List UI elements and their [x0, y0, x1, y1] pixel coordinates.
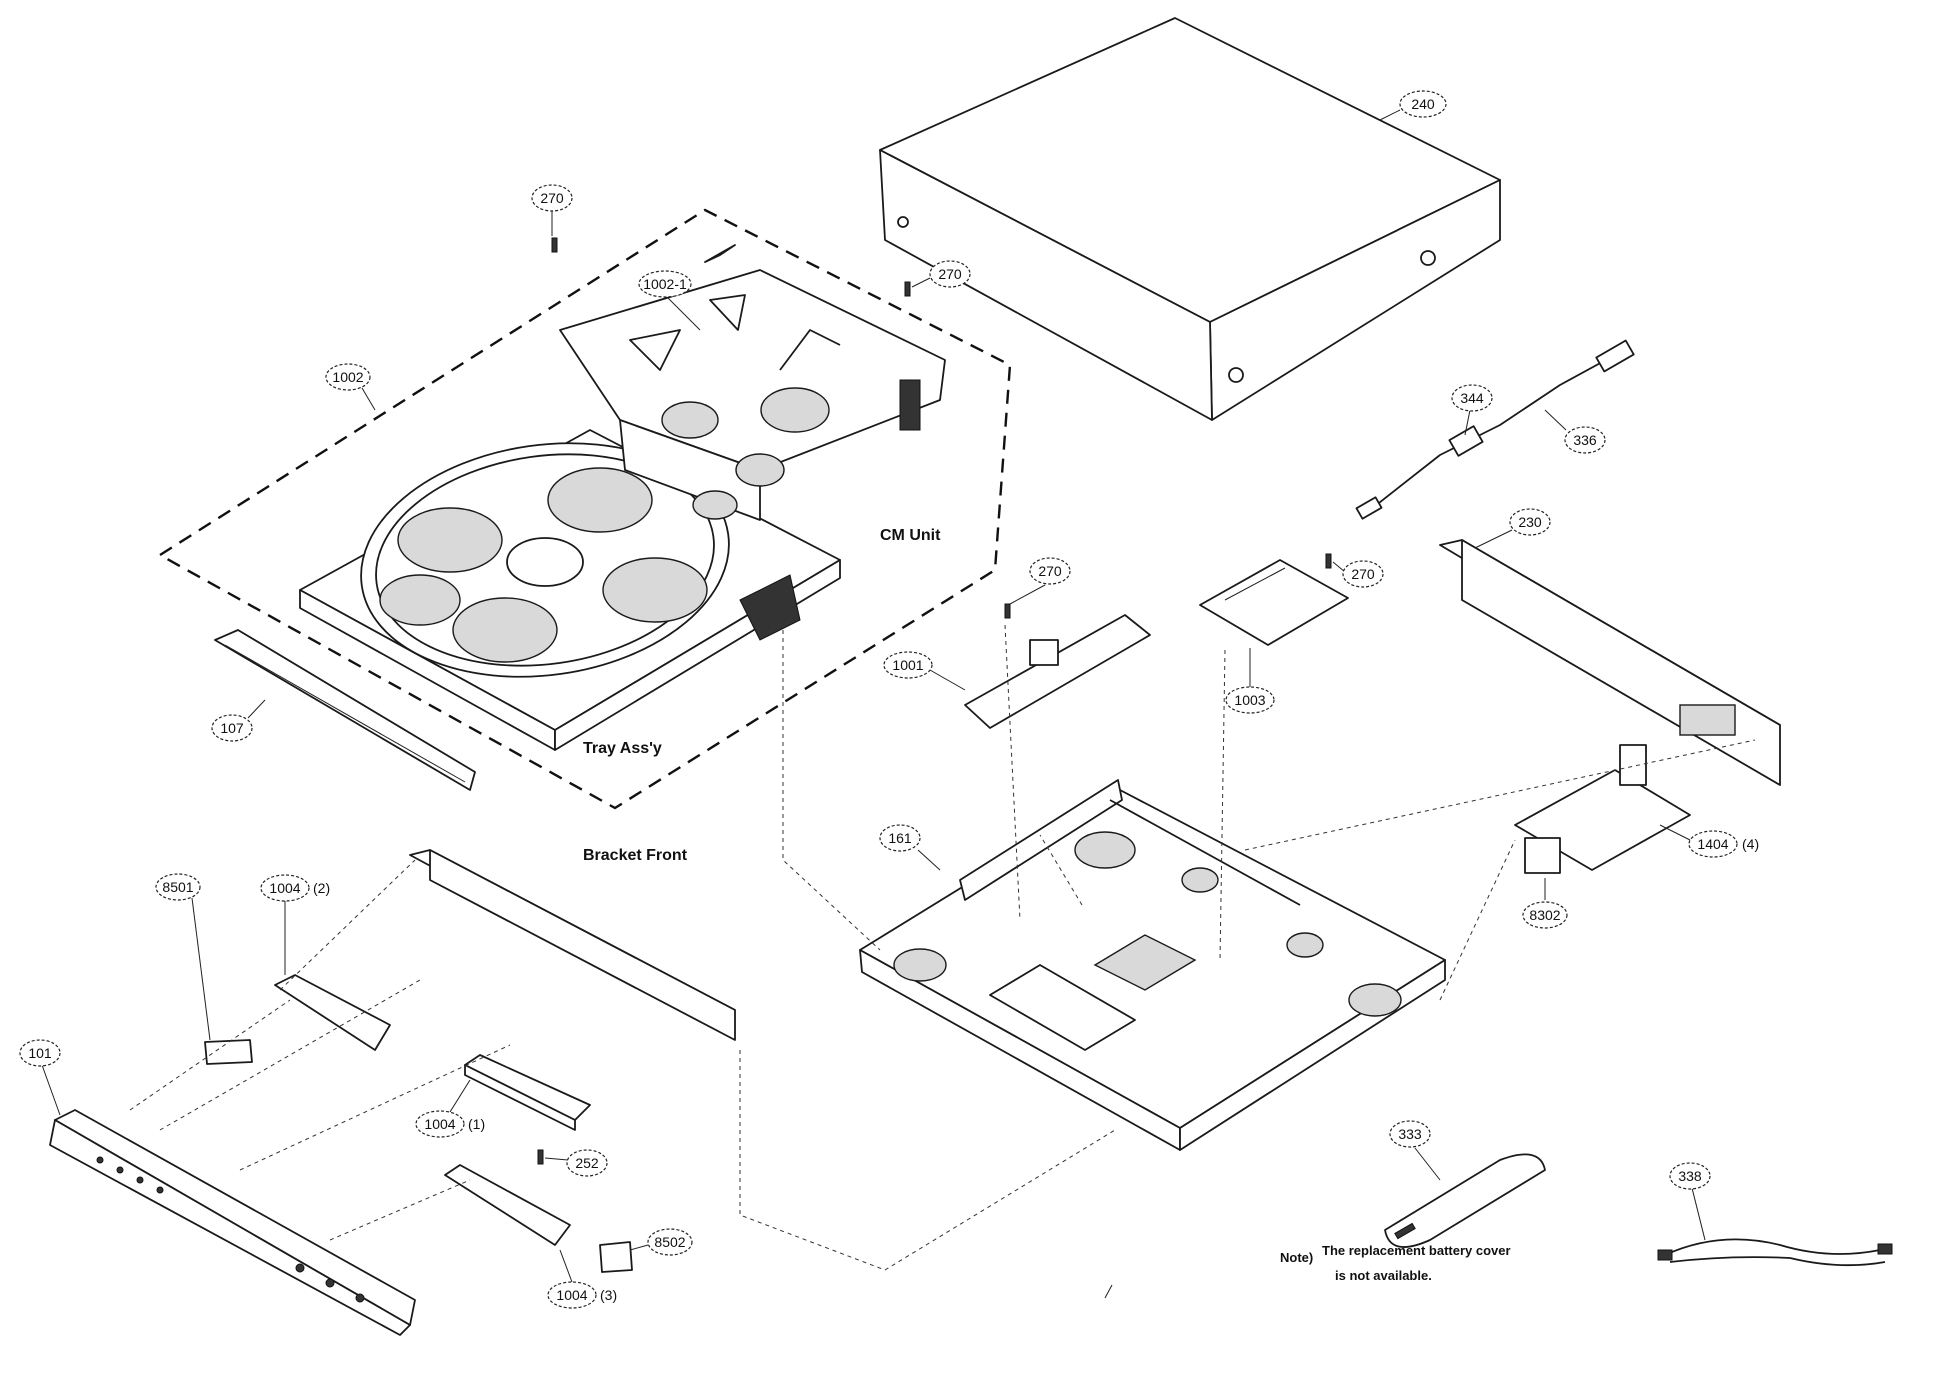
svg-text:270: 270: [938, 266, 962, 282]
chassis-part: [859, 779, 1446, 1151]
callout-101: 101: [19, 1039, 61, 1116]
callout-270-left: 270: [531, 184, 573, 236]
svg-text:1002: 1002: [332, 369, 363, 385]
svg-text:1001: 1001: [892, 657, 923, 673]
callout-270-right: 270: [1332, 560, 1384, 588]
note-line-1: The replacement battery cover: [1322, 1243, 1511, 1258]
pcb-1004-2-part: [274, 974, 391, 1051]
svg-text:8501: 8501: [162, 879, 193, 895]
callout-1004-2: 1004: [260, 874, 310, 975]
svg-text:8302: 8302: [1529, 907, 1560, 923]
svg-text:1004: 1004: [269, 880, 300, 896]
pcb-1001-part: [964, 614, 1151, 729]
tray-cm-boundary: [159, 208, 1012, 810]
callout-230: 230: [1474, 508, 1551, 549]
svg-text:344: 344: [1460, 390, 1484, 406]
svg-text:270: 270: [1038, 563, 1062, 579]
callout-1004-2-qty: (2): [313, 880, 330, 896]
pcb-1003-part: [1199, 559, 1349, 646]
stray-tick-mark: [1104, 1284, 1113, 1299]
tray-assy-label: Tray Ass'y: [583, 740, 662, 757]
callout-1002: 1002: [325, 363, 376, 411]
svg-text:230: 230: [1518, 514, 1542, 530]
callout-8302: 8302: [1522, 878, 1568, 929]
svg-text:338: 338: [1678, 1168, 1702, 1184]
callout-252: 252: [544, 1149, 608, 1177]
screw-part: [537, 237, 1332, 1165]
board-1404-part: [1514, 744, 1691, 874]
callout-270-top: 270: [911, 260, 971, 288]
belts-part: [629, 244, 746, 371]
note-line-2: is not available.: [1335, 1268, 1432, 1283]
callout-161: 161: [879, 824, 941, 871]
callout-240: 240: [1379, 90, 1447, 121]
callout-338: 338: [1669, 1162, 1711, 1241]
front-panel-part: [49, 1109, 416, 1336]
pcb-1004-3-part: [444, 1164, 571, 1246]
bracket-front-part: [409, 849, 736, 1041]
callout-1004-1: 1004: [415, 1079, 471, 1138]
callout-1404-qty: (4): [1742, 836, 1759, 852]
callout-1001: 1001: [883, 651, 966, 691]
callout-344: 344: [1451, 384, 1493, 436]
svg-text:252: 252: [575, 1155, 599, 1171]
power-cord-part: [1355, 339, 1635, 520]
svg-text:1004: 1004: [424, 1116, 455, 1132]
av-cable-part: [1657, 1238, 1893, 1267]
svg-text:8502: 8502: [654, 1234, 685, 1250]
remote-control-part: [1384, 1153, 1546, 1248]
part-8502: [599, 1241, 633, 1273]
svg-text:107: 107: [220, 720, 244, 736]
cm-unit-part: [559, 269, 946, 641]
svg-text:240: 240: [1411, 96, 1435, 112]
svg-text:1002-1: 1002-1: [643, 276, 687, 292]
callout-8502: 8502: [629, 1228, 693, 1256]
callout-1003: 1003: [1225, 648, 1275, 714]
callout-1002-1: 1002-1: [638, 270, 701, 331]
callout-336: 336: [1544, 409, 1606, 454]
svg-text:270: 270: [1351, 566, 1375, 582]
callout-8501: 8501: [155, 873, 211, 1041]
callout-270-mid: 270: [1009, 557, 1071, 605]
rear-panel-part: [1439, 539, 1781, 786]
pcb-1004-1-part: [464, 1054, 591, 1131]
callout-1004-1-qty: (1): [468, 1116, 485, 1132]
svg-text:1404: 1404: [1697, 836, 1728, 852]
bracket-front-label: Bracket Front: [583, 847, 688, 864]
guide-lines: [129, 624, 1756, 1271]
svg-text:101: 101: [28, 1045, 52, 1061]
note-prefix: Note): [1280, 1250, 1313, 1265]
callout-333: 333: [1389, 1120, 1441, 1181]
part-8501: [204, 1039, 253, 1065]
svg-text:1003: 1003: [1234, 692, 1265, 708]
callout-1404: 1404: [1659, 824, 1738, 858]
svg-text:270: 270: [540, 190, 564, 206]
svg-text:1004: 1004: [556, 1287, 587, 1303]
top-cover-part: [879, 17, 1501, 421]
svg-text:336: 336: [1573, 432, 1597, 448]
callout-1004-3-qty: (3): [600, 1287, 617, 1303]
front-strip-part: [214, 629, 476, 791]
callout-107: 107: [211, 699, 266, 742]
callout-1004-3: 1004: [547, 1249, 597, 1309]
svg-text:333: 333: [1398, 1126, 1422, 1142]
svg-text:161: 161: [888, 830, 912, 846]
cm-unit-label: CM Unit: [880, 527, 941, 544]
